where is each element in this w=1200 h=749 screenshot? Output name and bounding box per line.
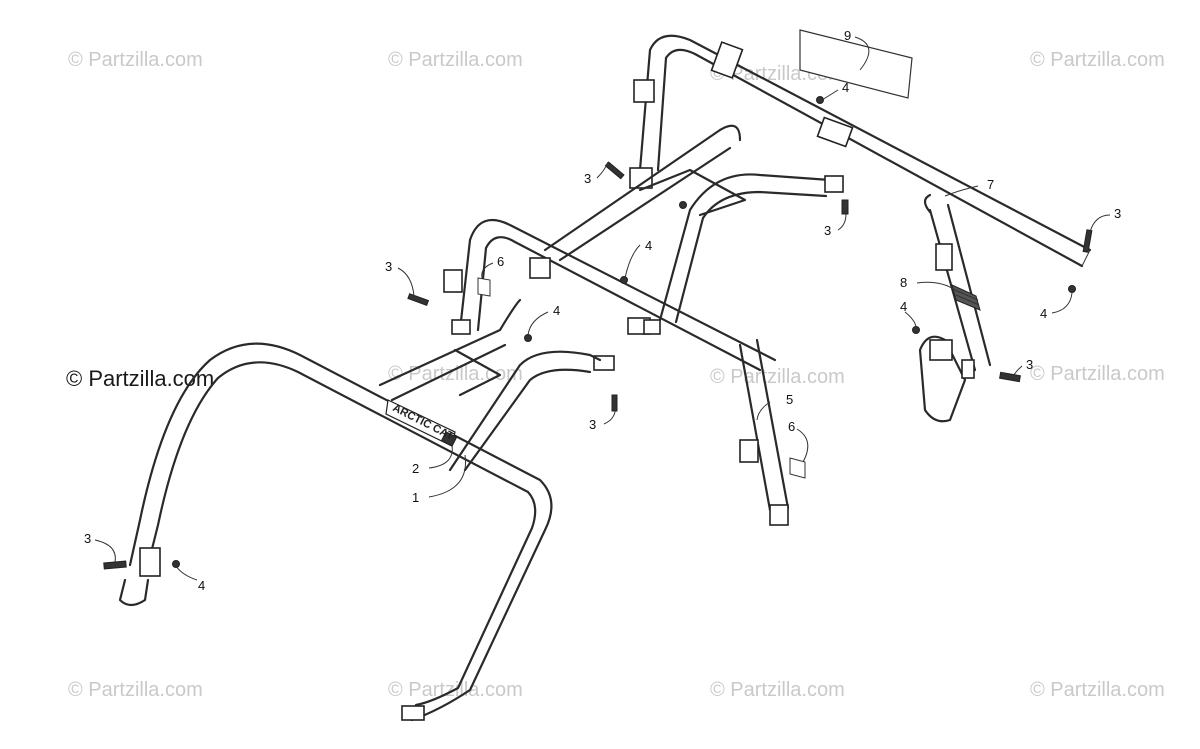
- callout-3: 3: [589, 417, 596, 432]
- watermark: © Partzilla.com: [1030, 363, 1165, 385]
- part-1-front-hoop: ARCTIC CAT: [118, 298, 602, 722]
- callout-8: 8: [900, 275, 907, 290]
- callout-6: 6: [788, 419, 795, 434]
- hardware: [103, 96, 1093, 570]
- watermark-main: © Partzilla.com: [66, 366, 214, 391]
- watermark: © Partzilla.com: [388, 363, 523, 385]
- watermark: © Partzilla.com: [388, 49, 523, 71]
- callout-3: 3: [84, 531, 91, 546]
- watermark: © Partzilla.com: [68, 49, 203, 71]
- callout-6: 6: [497, 254, 504, 269]
- leader-lines: [94, 36, 1111, 581]
- callout-9: 9: [844, 28, 851, 43]
- callout-3: 3: [824, 223, 831, 238]
- callout-4: 4: [1040, 306, 1047, 321]
- callout-3: 3: [1114, 206, 1121, 221]
- watermark: © Partzilla.com: [68, 679, 203, 701]
- callout-7: 7: [987, 177, 994, 192]
- callout-4: 4: [842, 80, 849, 95]
- watermark: © Partzilla.com: [710, 366, 845, 388]
- callout-3: 3: [1026, 357, 1033, 372]
- part-5-middle-frame: [443, 124, 844, 526]
- part-9-decal: [799, 29, 913, 99]
- watermark: © Partzilla.com: [1030, 49, 1165, 71]
- watermark: © Partzilla.com: [710, 679, 845, 701]
- callout-4: 4: [900, 299, 907, 314]
- part-7-rear-bar: [629, 34, 1092, 423]
- callout-4: 4: [553, 303, 560, 318]
- part-8-grip: [951, 284, 981, 311]
- callout-4: 4: [645, 238, 652, 253]
- callouts: 1 2 3 3 3 3 3 3 3 4 4 4 4 4 4 5 6 6 7 8 …: [84, 28, 1121, 593]
- watermark: © Partzilla.com: [1030, 679, 1165, 701]
- callout-4: 4: [198, 578, 205, 593]
- callout-5: 5: [786, 392, 793, 407]
- callout-1: 1: [412, 490, 419, 505]
- callout-3: 3: [385, 259, 392, 274]
- callout-2: 2: [412, 461, 419, 476]
- callout-3: 3: [584, 171, 591, 186]
